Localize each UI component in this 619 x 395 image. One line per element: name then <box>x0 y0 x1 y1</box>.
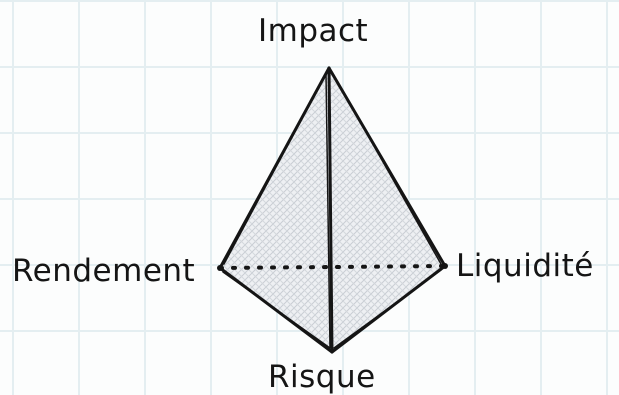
label-risque: Risque <box>268 359 376 395</box>
tetrahedron-edges <box>218 66 447 354</box>
label-impact: Impact <box>258 13 369 49</box>
vertex-left-dot <box>217 265 223 271</box>
tetrahedron-hatch <box>220 68 445 352</box>
label-rendement: Rendement <box>12 253 196 289</box>
label-liquidite: Liquidité <box>456 248 594 284</box>
hidden-edge-dotted <box>218 264 447 270</box>
vertex-right-dot <box>442 263 448 269</box>
